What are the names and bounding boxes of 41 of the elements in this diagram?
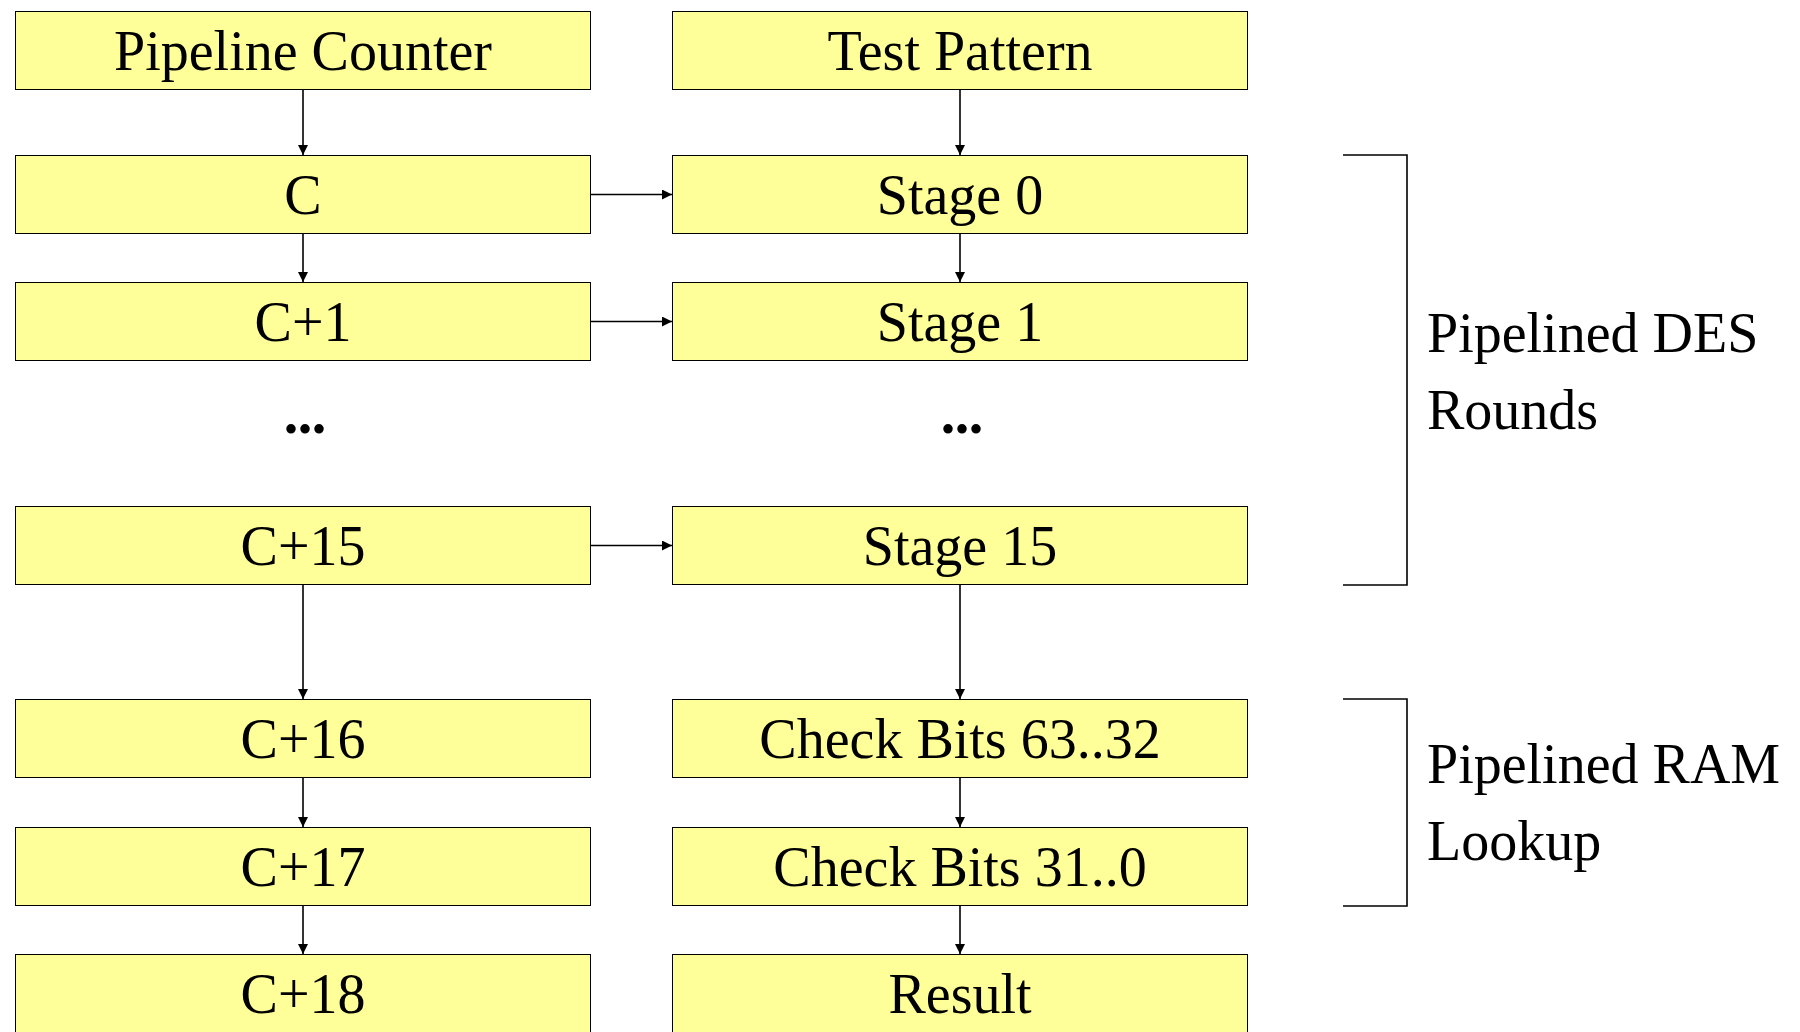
ellipsis: ••• — [284, 410, 326, 450]
process-box — [15, 155, 591, 234]
box-label: C+1 — [254, 293, 352, 350]
box-label: C — [284, 166, 322, 223]
arrow — [955, 905, 965, 955]
process-box — [15, 827, 591, 906]
process-box — [15, 699, 591, 778]
process-box — [672, 827, 1248, 906]
process-box — [15, 954, 591, 1032]
box-label: C+15 — [240, 517, 366, 574]
arrow — [955, 584, 965, 700]
box-label: Result — [888, 965, 1032, 1022]
box-label: Check Bits 63..32 — [759, 710, 1161, 767]
process-box — [672, 699, 1248, 778]
ellipsis: ••• — [941, 410, 983, 450]
box-label: C+17 — [240, 838, 366, 895]
arrow — [590, 540, 673, 551]
process-box — [15, 11, 591, 90]
process-box — [672, 954, 1248, 1032]
process-box — [15, 506, 591, 585]
box-label: C+16 — [240, 710, 366, 767]
box-label: Test Pattern — [827, 22, 1093, 79]
arrow — [955, 89, 965, 156]
process-box — [15, 282, 591, 361]
arrow — [298, 584, 308, 700]
arrow — [955, 777, 965, 828]
arrow — [590, 189, 673, 200]
process-box — [672, 282, 1248, 361]
arrow — [298, 89, 308, 156]
arrow — [298, 233, 308, 283]
box-label: C+18 — [240, 965, 366, 1022]
process-box — [672, 506, 1248, 585]
arrow — [955, 233, 965, 283]
bracket-label: Pipelined RAM Lookup — [1427, 732, 1782, 874]
bracket-label: Pipelined DES Rounds — [1427, 301, 1760, 443]
process-box — [672, 11, 1248, 90]
box-label: Check Bits 31..0 — [773, 838, 1147, 895]
arrow — [298, 777, 308, 828]
arrow — [590, 316, 673, 327]
process-box — [672, 155, 1248, 234]
arrow — [298, 905, 308, 955]
